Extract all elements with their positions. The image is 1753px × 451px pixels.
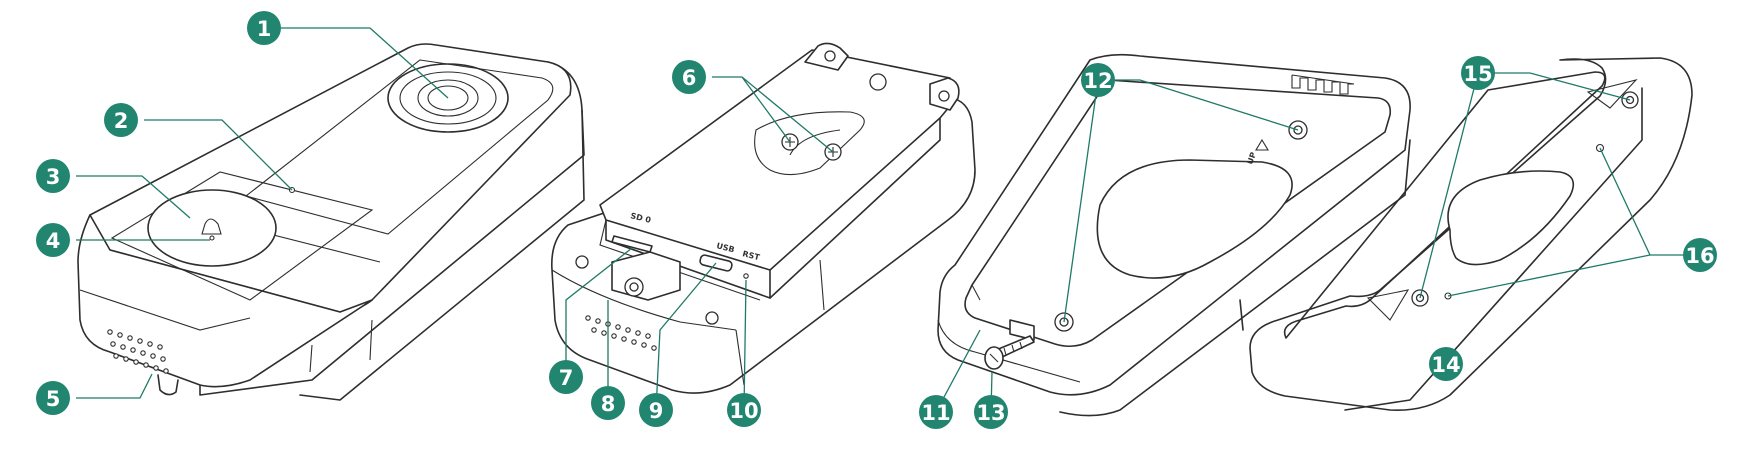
- svg-text:1: 1: [257, 17, 272, 41]
- callout-4: 4: [36, 223, 70, 257]
- svg-text:12: 12: [1083, 69, 1112, 93]
- callout-7: 7: [549, 360, 583, 394]
- callout-5: 5: [36, 381, 70, 415]
- callout-15: 15: [1461, 56, 1495, 90]
- back-speaker-holes: [585, 315, 657, 351]
- doorbell-back-view: SD 0 USB RST: [551, 42, 976, 394]
- rst-label: RST: [742, 249, 762, 262]
- mounting-bracket-front: UP: [937, 53, 1411, 417]
- callout-13: 13: [974, 395, 1008, 429]
- callout-9: 9: [639, 393, 673, 427]
- wedge-bracket: [1249, 57, 1693, 412]
- up-label: UP: [1245, 151, 1258, 166]
- callout-2: 2: [104, 103, 138, 137]
- callout-8: 8: [591, 386, 625, 420]
- callout-16: 16: [1683, 238, 1717, 272]
- svg-text:8: 8: [601, 392, 616, 416]
- svg-text:16: 16: [1685, 244, 1714, 268]
- svg-text:15: 15: [1463, 62, 1492, 86]
- callout-12: 12: [1081, 63, 1115, 97]
- svg-text:10: 10: [729, 399, 758, 423]
- svg-text:6: 6: [682, 66, 697, 90]
- svg-text:3: 3: [46, 165, 61, 189]
- reset-pinhole: [743, 273, 749, 279]
- svg-text:4: 4: [46, 229, 61, 253]
- callout-11: 11: [919, 395, 953, 429]
- svg-text:11: 11: [921, 401, 950, 425]
- callout-3: 3: [36, 159, 70, 193]
- callout-1: 1: [247, 11, 281, 45]
- speaker-holes: [107, 329, 169, 374]
- callout-14: 14: [1429, 347, 1463, 381]
- svg-text:7: 7: [559, 366, 574, 390]
- svg-text:14: 14: [1431, 353, 1460, 377]
- callout-10: 10: [727, 393, 761, 427]
- callout-6: 6: [672, 60, 706, 94]
- svg-text:2: 2: [114, 109, 129, 133]
- usb-label: USB: [716, 241, 736, 254]
- svg-text:5: 5: [46, 387, 61, 411]
- mounting-screw: [984, 335, 1035, 370]
- doorbell-front-view: [77, 43, 585, 401]
- back-screws: [781, 133, 842, 161]
- svg-text:9: 9: [649, 399, 664, 423]
- bracket-connector: [1291, 74, 1355, 95]
- svg-text:13: 13: [976, 401, 1005, 425]
